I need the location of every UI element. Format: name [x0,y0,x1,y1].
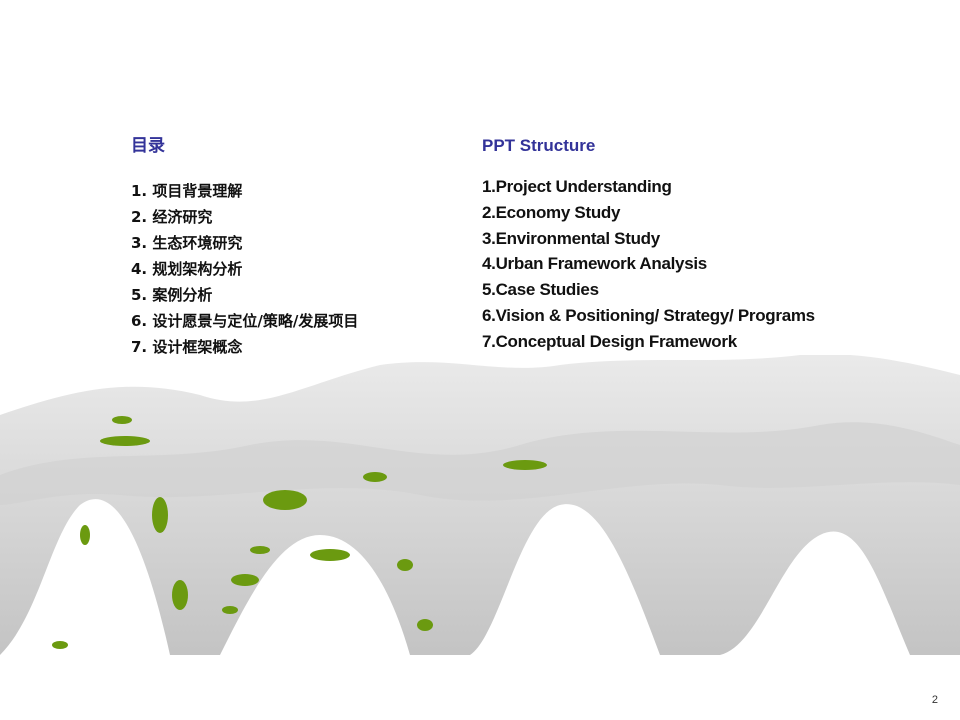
english-toc-item: 5.Case Studies [482,280,599,300]
english-toc-item: 3.Environmental Study [482,228,660,248]
chinese-toc-heading: 目录 [131,136,165,155]
english-toc: PPT Structure 1.Project Understanding 2.… [482,134,815,355]
chinese-toc: 目录 1. 项目背景理解 2. 经济研究 3. 生态环境研究 4. 规划架构分析… [131,134,358,360]
chinese-toc-item: 3. 生态环境研究 [131,234,243,252]
green-patches [52,416,547,649]
english-toc-item: 2.Economy Study [482,202,621,222]
chinese-toc-item: 6. 设计愿景与定位/策略/发展项目 [131,312,359,330]
english-toc-item: 1.Project Understanding [482,177,672,196]
page-number: 2 [931,694,938,706]
chinese-toc-item: 2. 经济研究 [131,208,213,226]
chinese-toc-item: 7. 设计框架概念 [131,338,243,356]
english-toc-item: 6.Vision & Positioning/ Strategy/ Progra… [482,305,815,325]
chinese-toc-item: 4. 规划架构分析 [131,260,243,278]
terrain-background-image [0,355,960,655]
chinese-toc-item: 5. 案例分析 [131,286,213,304]
english-toc-item: 4.Urban Framework Analysis [482,254,707,274]
english-toc-heading: PPT Structure [482,136,596,155]
english-toc-item: 7.Conceptual Design Framework [482,331,737,351]
chinese-toc-item: 1. 项目背景理解 [131,182,243,200]
